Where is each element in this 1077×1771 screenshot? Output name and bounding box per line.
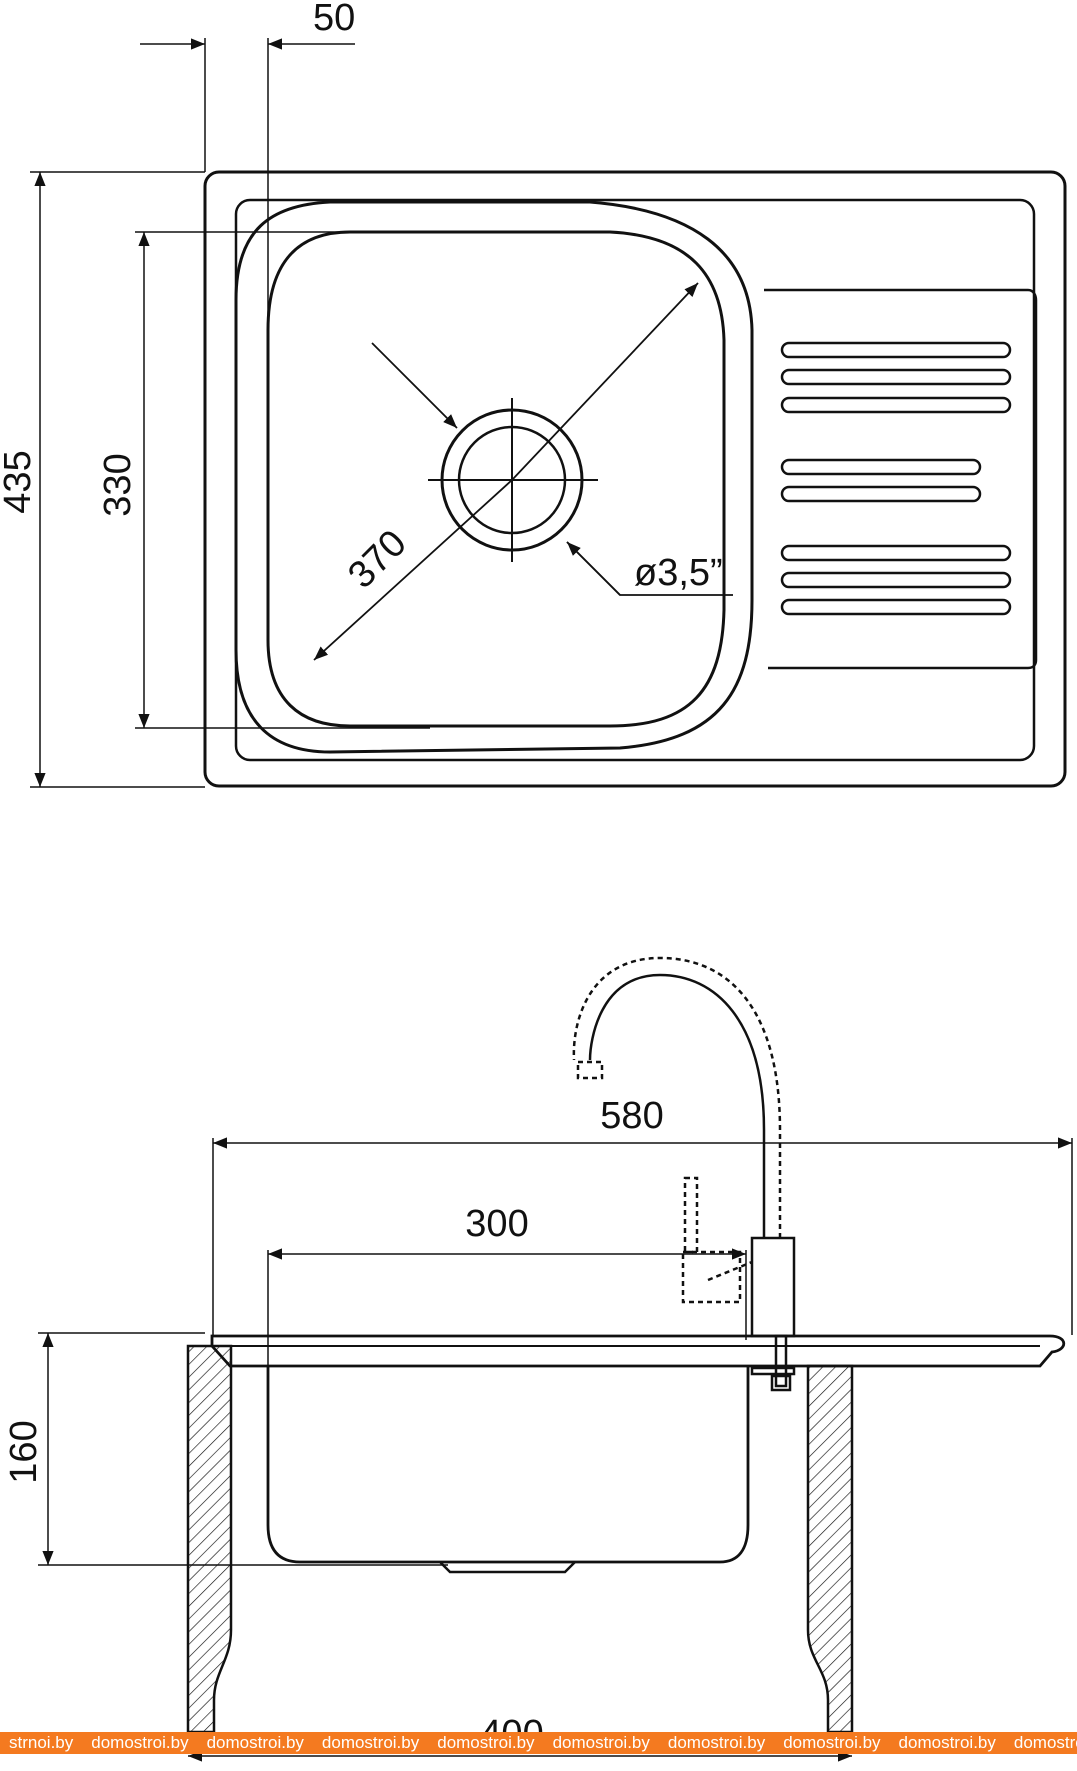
cabinet-wall-right bbox=[806, 1364, 854, 1734]
sink-outer-rim bbox=[203, 170, 1067, 788]
top-view: 50 435 330 bbox=[0, 0, 1067, 788]
cabinet-wall-left bbox=[186, 1344, 233, 1734]
dimension-435: 435 bbox=[0, 171, 205, 788]
dimension-330-label: 330 bbox=[97, 453, 139, 516]
dimension-50: 50 bbox=[140, 0, 355, 340]
dimension-580-label: 580 bbox=[600, 1095, 663, 1137]
dimension-580: 580 bbox=[212, 1095, 1073, 1335]
bowl-inner-contour bbox=[266, 230, 726, 728]
dimension-370: 370 bbox=[313, 282, 699, 661]
watermark-text: domostroi.by bbox=[1013, 1733, 1077, 1752]
drainboard-ribs bbox=[780, 341, 1012, 616]
drain-bottom bbox=[439, 1561, 576, 1574]
watermark-text: domostroi.by bbox=[783, 1733, 881, 1752]
watermark-text: domostroi.by bbox=[206, 1733, 304, 1752]
watermark-text: strnoi.by bbox=[9, 1733, 74, 1752]
watermark-text: domostroi.by bbox=[552, 1733, 650, 1752]
dimension-300-label: 300 bbox=[465, 1203, 528, 1245]
dimension-drain-diameter: ø3,5” bbox=[371, 342, 733, 596]
drainboard-panel bbox=[764, 288, 1038, 670]
bowl-profile bbox=[266, 1366, 750, 1564]
bowl-outer-contour bbox=[234, 200, 754, 754]
dimension-160-label: 160 bbox=[3, 1420, 45, 1483]
watermark-bar: strnoi.by domostroi.by domostroi.by domostr… bbox=[0, 1732, 1077, 1754]
watermark-text: domostroi.by bbox=[437, 1733, 535, 1752]
dimension-50-label: 50 bbox=[313, 0, 355, 39]
faucet-mixer bbox=[572, 956, 796, 1392]
watermark-text: domostroi.by bbox=[91, 1733, 189, 1752]
sink-inner-deck bbox=[234, 198, 1036, 762]
side-view: 580 300 160 bbox=[3, 956, 1073, 1762]
drain-diameter-label: ø3,5” bbox=[634, 552, 723, 594]
dimension-370-label: 370 bbox=[340, 522, 415, 597]
dimension-435-label: 435 bbox=[0, 450, 39, 513]
dimension-300: 300 bbox=[267, 1203, 747, 1435]
sink-rim-profile bbox=[210, 1334, 1066, 1368]
dimension-160: 160 bbox=[3, 1332, 448, 1566]
watermark-text: domostroi.by bbox=[898, 1733, 996, 1752]
watermark-text: domostroi.by bbox=[667, 1733, 766, 1752]
watermark-text: domostroi.by bbox=[321, 1733, 420, 1752]
dimension-330: 330 bbox=[97, 231, 430, 729]
